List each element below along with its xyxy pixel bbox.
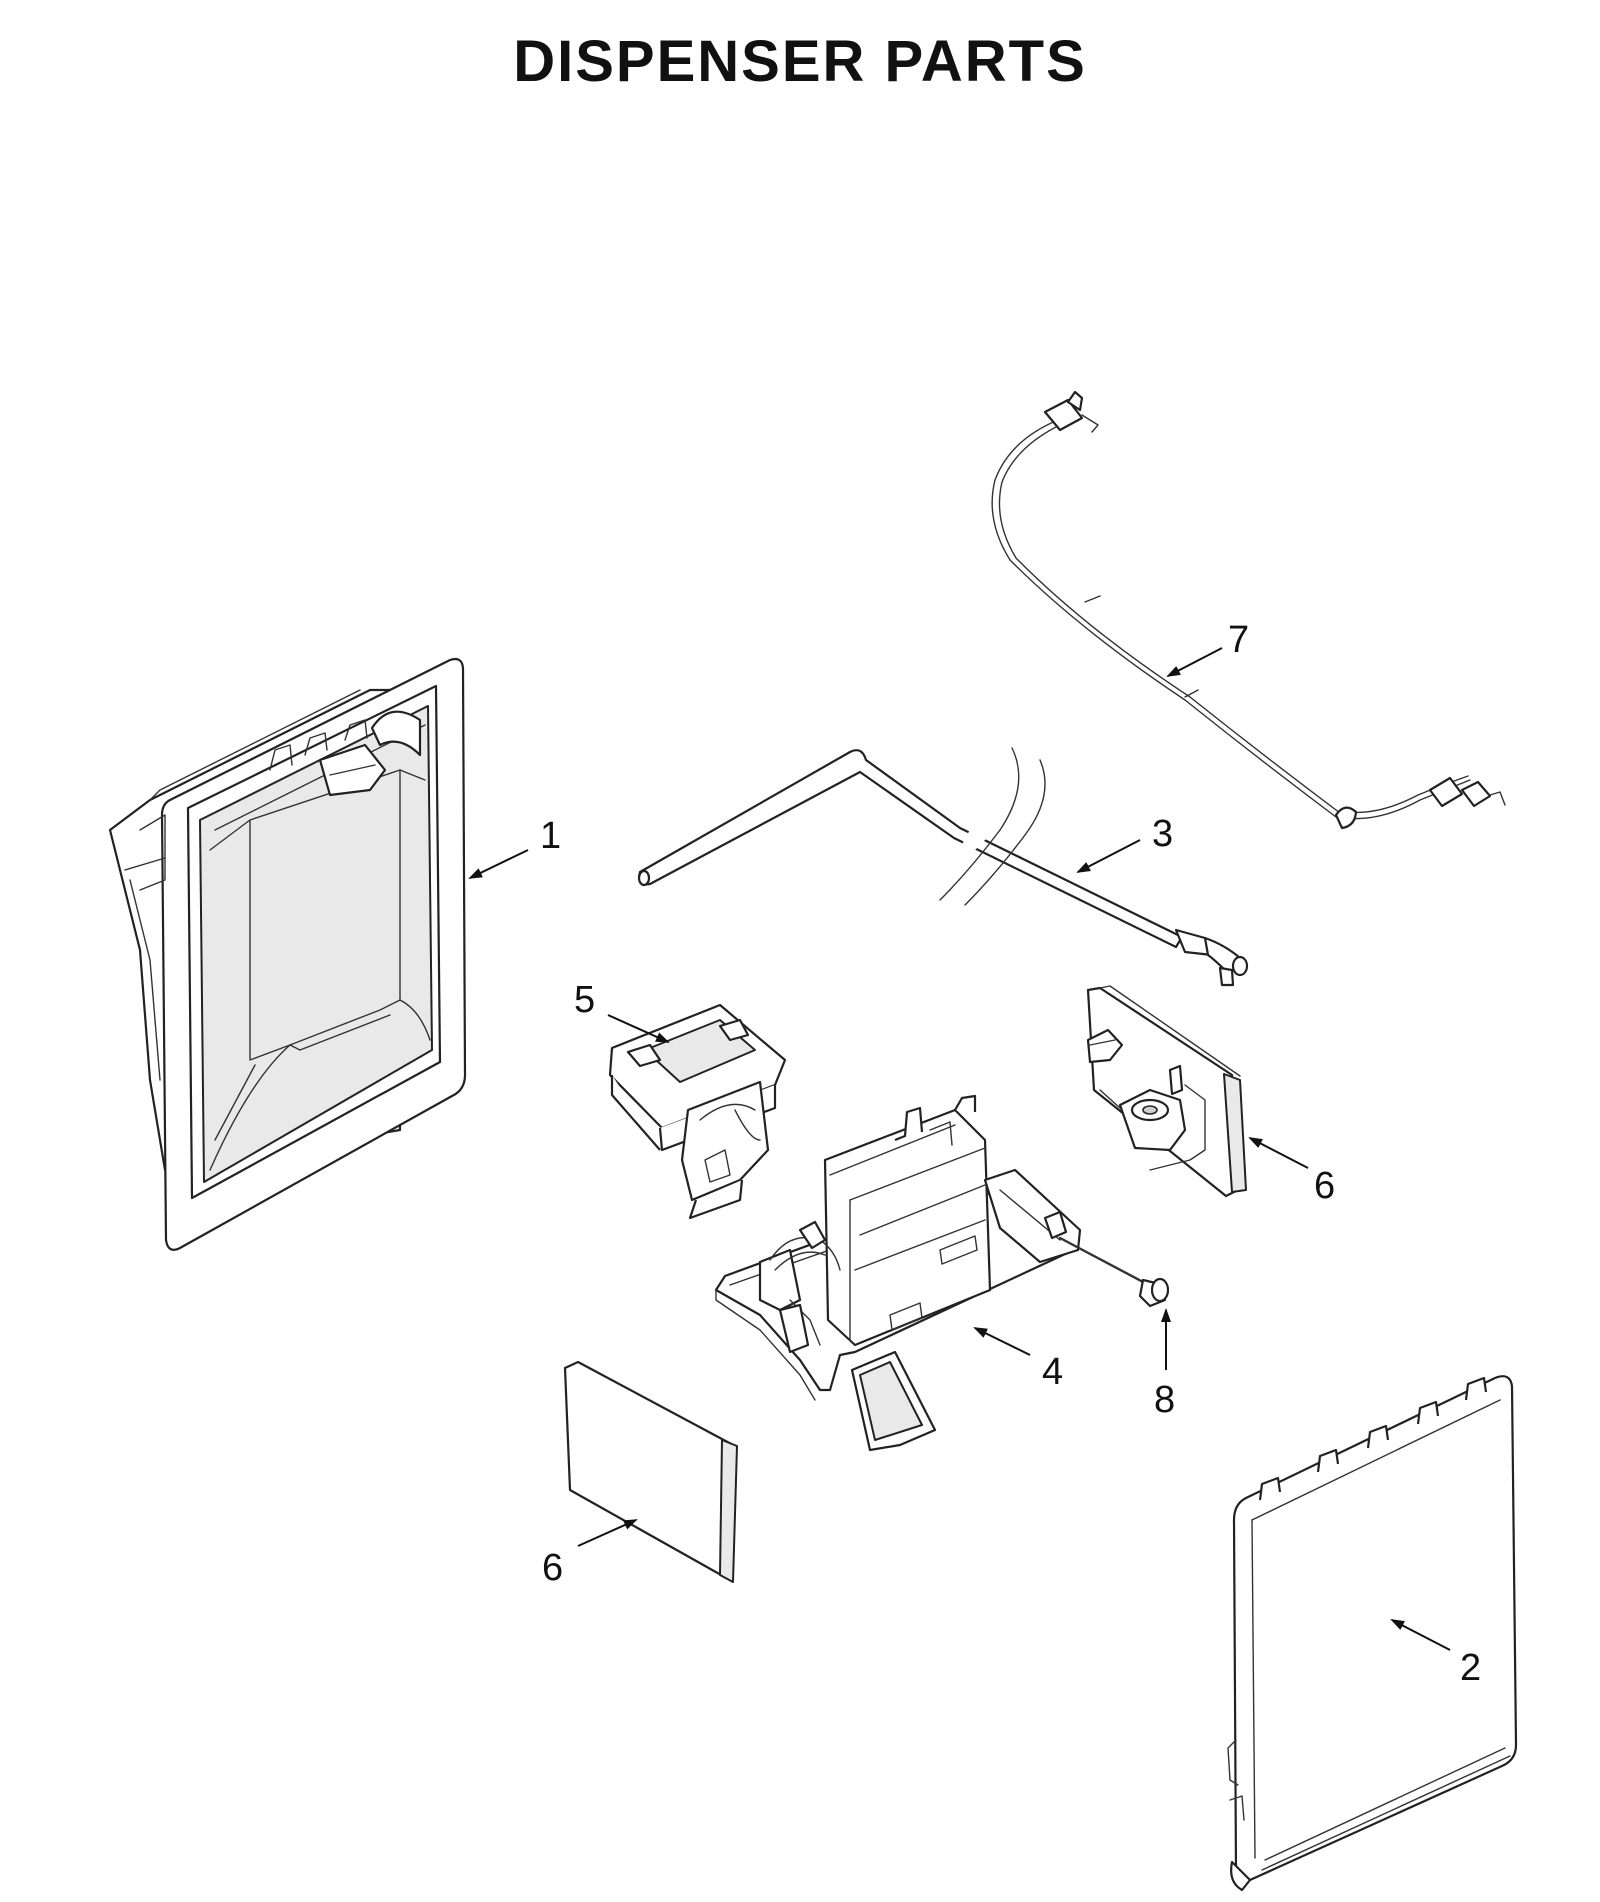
part-6-side-cover-upper[interactable] bbox=[1086, 985, 1247, 1198]
leader-3 bbox=[1076, 839, 1141, 873]
callout-labels: 1 2 3 4 5 6 6 7 8 bbox=[540, 619, 1481, 1689]
leader-6-upper bbox=[1248, 1137, 1309, 1169]
callout-4: 4 bbox=[1042, 1351, 1063, 1393]
callout-1: 1 bbox=[540, 815, 561, 857]
callout-7: 7 bbox=[1228, 619, 1249, 661]
callout-2: 2 bbox=[1460, 1647, 1481, 1689]
callout-8: 8 bbox=[1154, 1379, 1175, 1421]
leader-4 bbox=[973, 1327, 1031, 1356]
callout-6-upper: 6 bbox=[1314, 1165, 1335, 1207]
part-3-water-tube[interactable] bbox=[637, 747, 1249, 987]
part-2-front-door-panel[interactable] bbox=[1227, 1375, 1518, 1892]
leader-6-lower bbox=[577, 1519, 638, 1547]
page-title: DISPENSER PARTS bbox=[513, 29, 1087, 94]
callout-5: 5 bbox=[574, 979, 595, 1021]
part-5-actuator[interactable] bbox=[608, 1003, 787, 1220]
part-7-wire-harness[interactable] bbox=[991, 390, 1506, 830]
leader-lines bbox=[468, 647, 1451, 1651]
leader-1 bbox=[468, 849, 529, 879]
part-6-cover-panel-lower[interactable] bbox=[563, 1360, 738, 1583]
leader-5 bbox=[607, 1014, 670, 1043]
callout-3: 3 bbox=[1152, 813, 1173, 855]
callout-6-lower: 6 bbox=[542, 1547, 563, 1589]
part-8-screw[interactable] bbox=[1058, 1236, 1170, 1308]
part-4-dispenser-module[interactable] bbox=[714, 1094, 1082, 1452]
part-1-dispenser-housing[interactable] bbox=[108, 657, 467, 1251]
leader-2 bbox=[1390, 1619, 1451, 1651]
leader-7 bbox=[1166, 647, 1223, 677]
